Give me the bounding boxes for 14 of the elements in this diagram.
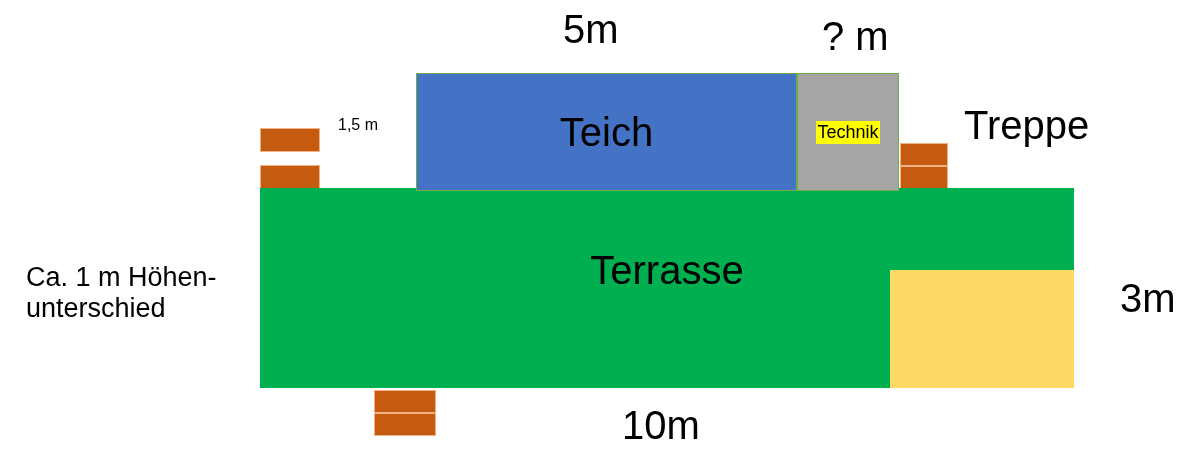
dimension-label: 10m: [622, 402, 700, 448]
sand-area: [890, 270, 1074, 388]
area-label: Terrasse: [589, 248, 745, 292]
dimension-label: 3m: [1120, 275, 1176, 321]
pond-area: [416, 73, 797, 191]
area-label: Technik: [816, 120, 880, 144]
area-label: Teich: [558, 110, 655, 154]
dimension-label: 1,5 m: [338, 116, 378, 135]
technik-area: [797, 73, 899, 191]
dimension-label: Treppe: [964, 102, 1090, 148]
dimension-label: ? m: [822, 13, 889, 59]
dimension-label: Ca. 1 m Höhen- unterschied: [26, 262, 218, 325]
dimension-label: 5m: [563, 6, 619, 52]
terrace-area: [260, 188, 1074, 388]
